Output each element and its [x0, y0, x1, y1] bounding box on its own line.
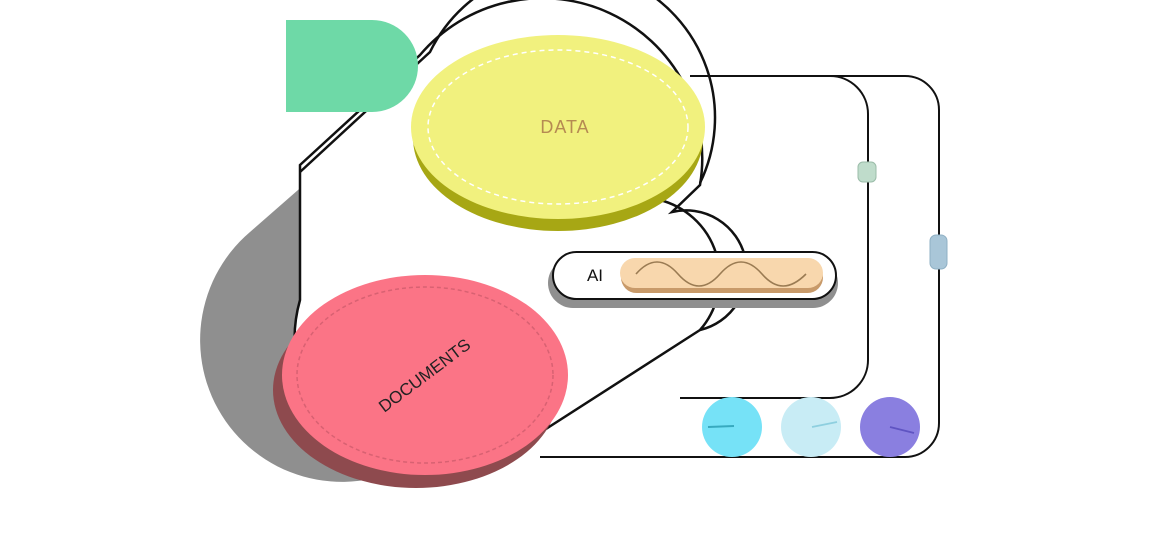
data-node[interactable]: DATA [411, 35, 705, 231]
documents-node[interactable]: DOCUMENTS [273, 275, 568, 488]
capsule-outline-upper [299, 0, 717, 184]
documents-node-circle [282, 275, 568, 475]
light-blue-dial[interactable] [781, 397, 841, 457]
sine-wave-icon [635, 261, 807, 287]
data-node-circle [411, 35, 705, 219]
data-label: DATA [540, 117, 589, 137]
data-node-dashed-ring [427, 49, 689, 205]
rounded-tab-shape [286, 20, 418, 112]
green-slider-knob[interactable] [857, 161, 877, 183]
ai-node[interactable]: AI [548, 251, 838, 308]
purple-dial[interactable] [860, 397, 920, 457]
documents-node-dashed-ring [296, 286, 554, 464]
cyan-dial[interactable] [702, 397, 762, 457]
blue-slider-knob[interactable] [929, 234, 948, 270]
ai-label: AI [587, 266, 603, 285]
inner-frame-track [680, 75, 869, 399]
dial-row [702, 397, 920, 457]
